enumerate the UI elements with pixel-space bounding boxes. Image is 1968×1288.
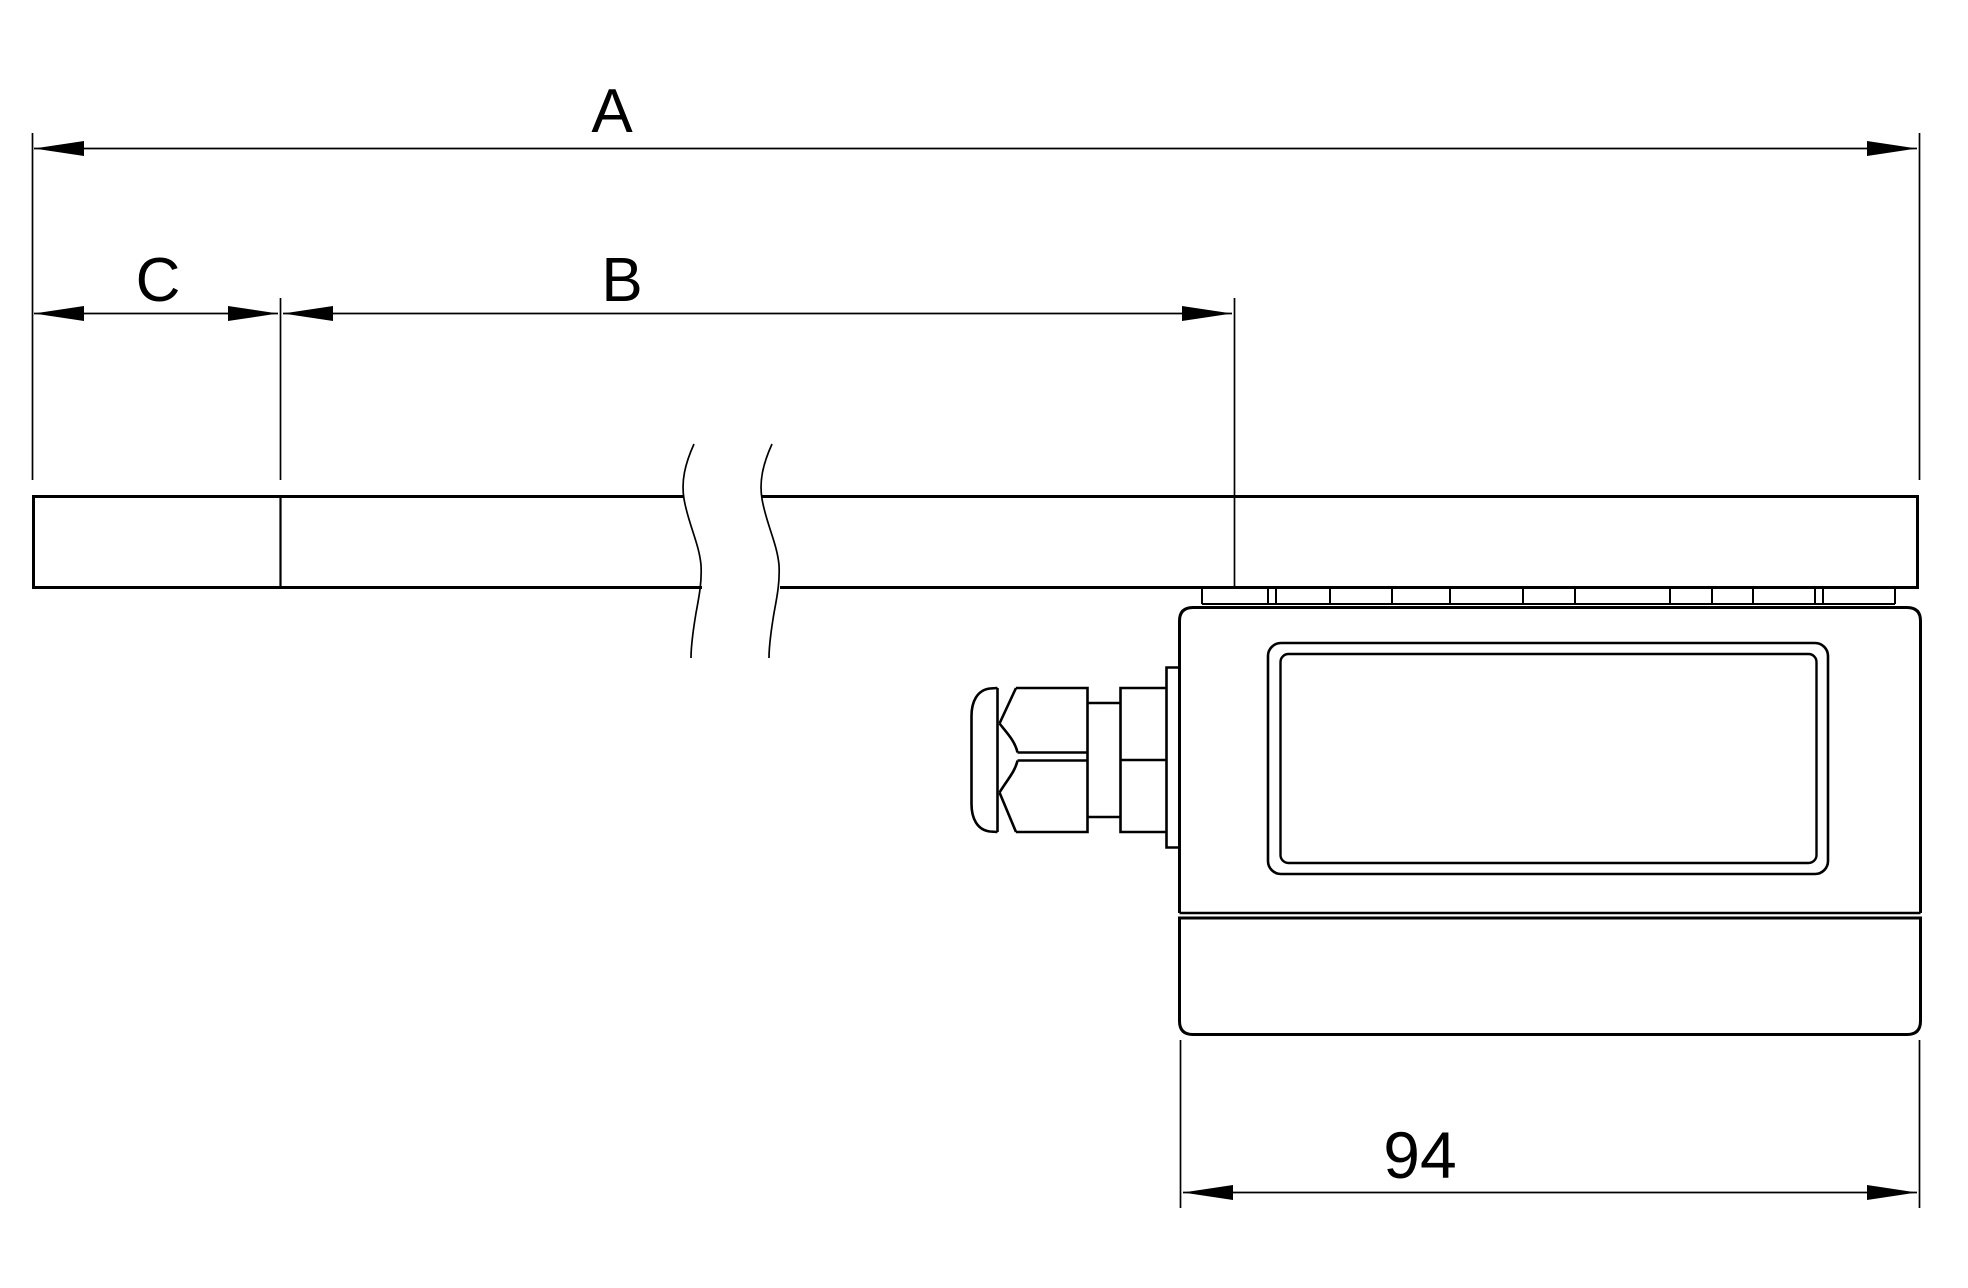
dimension-b-label: B bbox=[601, 246, 642, 315]
device-body bbox=[1178, 606, 1922, 1036]
dimension-94-label: 94 bbox=[1383, 1118, 1456, 1192]
display-window bbox=[1266, 641, 1830, 876]
dimension-c-arrow-left bbox=[34, 306, 84, 321]
gland-hex-facet-upper bbox=[998, 722, 1019, 753]
dimension-c-label: C bbox=[136, 246, 181, 315]
break-squiggle-left bbox=[682, 443, 703, 659]
mounting-teeth bbox=[1201, 589, 1896, 605]
dimension-94: 94 bbox=[1183, 1118, 1917, 1200]
cable-gland bbox=[970, 666, 1180, 849]
dimension-a-arrow-right bbox=[1867, 141, 1917, 156]
display-window-inner bbox=[1279, 652, 1818, 865]
dimension-b-arrow-right bbox=[1182, 306, 1232, 321]
dimension-b-arrow-left bbox=[283, 306, 333, 321]
rail-bar bbox=[32, 495, 1919, 589]
dimension-b: B bbox=[283, 246, 1232, 321]
gland-hex-chamfer-top bbox=[998, 687, 1018, 725]
break-symbol bbox=[682, 443, 781, 659]
dimension-a-label: A bbox=[591, 77, 633, 146]
gland-dome-cap bbox=[970, 686, 998, 834]
dimension-a-arrow-left bbox=[34, 141, 84, 156]
extension-lines bbox=[31, 133, 1921, 1208]
display-window-outer bbox=[1266, 641, 1830, 876]
dimension-94-arrow-right bbox=[1867, 1185, 1917, 1200]
device-upper-outline bbox=[1178, 606, 1922, 913]
gland-hex-facet-lower bbox=[998, 760, 1019, 794]
device-lower-band bbox=[1178, 916, 1922, 1036]
dimension-94-arrow-left bbox=[1183, 1185, 1233, 1200]
dimension-c-arrow-right bbox=[228, 306, 278, 321]
gland-hex-chamfer-bottom bbox=[998, 791, 1018, 833]
dimension-a: A bbox=[34, 77, 1917, 156]
dimension-c: C bbox=[34, 246, 278, 321]
gland-flange bbox=[1165, 666, 1180, 849]
break-squiggle-right bbox=[760, 443, 781, 659]
